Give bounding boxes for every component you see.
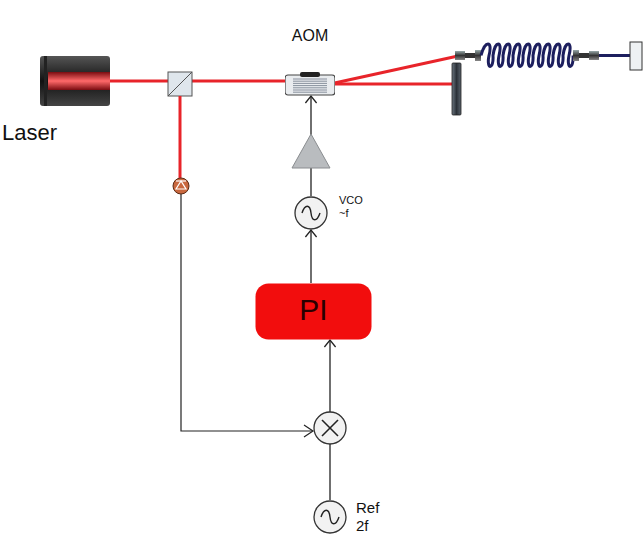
amplifier-symbol bbox=[292, 134, 330, 168]
node-label: Ref 2f bbox=[356, 499, 388, 535]
mixer-symbol bbox=[314, 412, 346, 444]
laser-beam bbox=[179, 96, 182, 178]
osc-shape bbox=[294, 196, 328, 230]
osc-shape bbox=[313, 500, 347, 534]
node-label: PI bbox=[255, 292, 372, 328]
laser-beam bbox=[330, 56, 458, 84]
signal-chevron bbox=[304, 425, 313, 437]
beam-splitter bbox=[168, 72, 192, 96]
aom-device: AOM bbox=[270, 26, 350, 102]
connector bbox=[110, 81, 285, 82]
aom-shape bbox=[285, 72, 335, 96]
node-label: VCO ~f bbox=[339, 194, 371, 220]
pi-controller: PI bbox=[255, 283, 372, 340]
connector bbox=[305, 230, 316, 283]
laser-beam bbox=[335, 83, 452, 86]
mirror bbox=[452, 63, 461, 115]
laser-shape bbox=[40, 56, 110, 106]
reference-oscillator: Ref 2f bbox=[311, 498, 401, 540]
optical-fiber bbox=[455, 42, 642, 70]
photodiode bbox=[173, 178, 189, 194]
laser-source: Laser bbox=[2, 56, 110, 156]
node-label: AOM bbox=[270, 26, 350, 45]
node-label: Laser bbox=[2, 120, 102, 146]
vco-oscillator: VCO ~f bbox=[292, 190, 382, 236]
